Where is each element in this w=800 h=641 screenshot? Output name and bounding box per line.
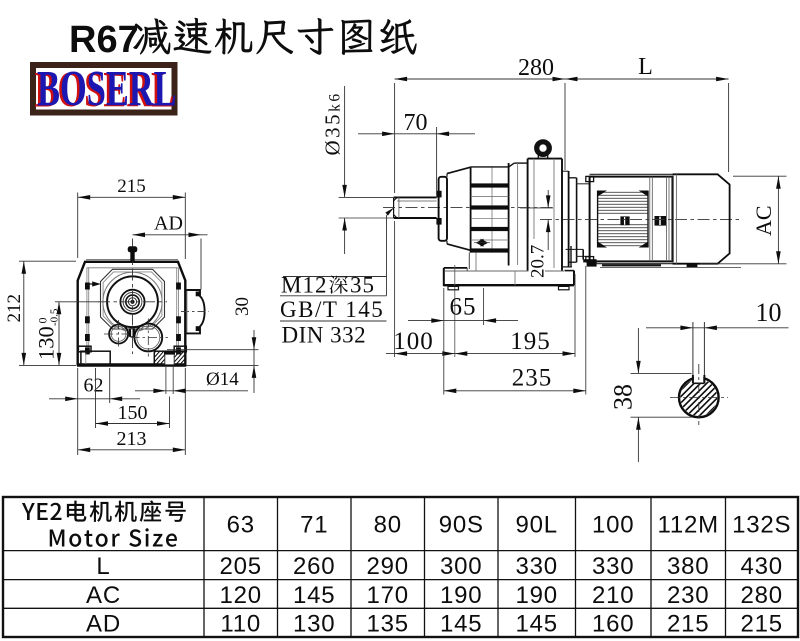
svg-text:Ø14: Ø14 [206, 369, 239, 390]
svg-text:130: 130 [293, 610, 335, 637]
svg-text:110: 110 [220, 610, 261, 637]
svg-text:R67: R67 [69, 19, 139, 61]
svg-text:63: 63 [227, 512, 255, 539]
svg-text:M12: M12 [281, 273, 327, 298]
svg-text:35: 35 [350, 273, 375, 298]
svg-text:300: 300 [440, 553, 482, 580]
svg-text:112M: 112M [658, 512, 719, 539]
svg-text:BOSERL: BOSERL [37, 61, 177, 117]
svg-text:AD: AD [86, 610, 121, 637]
svg-text:AC: AC [86, 582, 121, 609]
svg-text:10: 10 [756, 298, 782, 327]
svg-text:130: 130 [34, 326, 59, 360]
svg-text:145: 145 [516, 610, 558, 637]
svg-text:BOSERL: BOSERL [35, 62, 175, 118]
svg-text:290: 290 [367, 553, 409, 580]
svg-text:330: 330 [592, 553, 634, 580]
svg-text:215: 215 [741, 610, 783, 637]
svg-text:280: 280 [741, 582, 783, 609]
svg-text:90S: 90S [439, 512, 484, 539]
svg-text:150: 150 [118, 402, 148, 424]
svg-text:GB/T 145: GB/T 145 [280, 297, 384, 322]
svg-text:170: 170 [367, 582, 409, 609]
svg-text:71: 71 [300, 512, 328, 539]
svg-text:L: L [96, 553, 110, 580]
svg-text:65: 65 [450, 294, 477, 321]
svg-text:190: 190 [516, 582, 558, 609]
svg-text:132S: 132S [732, 512, 791, 539]
svg-text:260: 260 [293, 553, 335, 580]
svg-text:190: 190 [440, 582, 482, 609]
svg-text:DIN 332: DIN 332 [282, 323, 367, 348]
svg-text:AD: AD [154, 213, 183, 235]
svg-text:230: 230 [667, 582, 709, 609]
svg-text:145: 145 [440, 610, 482, 637]
svg-text:205: 205 [220, 553, 262, 580]
svg-text:38: 38 [609, 384, 638, 410]
svg-text:100: 100 [592, 512, 634, 539]
svg-text:160: 160 [592, 610, 634, 637]
svg-text:AC: AC [751, 205, 776, 236]
svg-text:90L: 90L [516, 512, 558, 539]
svg-text:62: 62 [84, 375, 104, 397]
svg-text:213: 213 [117, 428, 147, 450]
svg-text:20.7: 20.7 [528, 245, 549, 278]
svg-text:L: L [638, 54, 653, 80]
svg-text:330: 330 [516, 553, 558, 580]
svg-text:215: 215 [117, 176, 146, 197]
svg-text:70: 70 [404, 110, 428, 136]
svg-text:210: 210 [592, 582, 634, 609]
svg-text:195: 195 [510, 328, 551, 355]
svg-text:215: 215 [667, 610, 709, 637]
svg-text:80: 80 [374, 512, 402, 539]
svg-text:145: 145 [293, 582, 335, 609]
svg-text:430: 430 [741, 553, 783, 580]
svg-text:235: 235 [512, 365, 553, 392]
svg-text:212: 212 [4, 294, 25, 323]
svg-text:120: 120 [220, 582, 262, 609]
svg-text:-0.5: -0.5 [49, 308, 61, 326]
svg-text:135: 135 [367, 610, 409, 637]
svg-text:280: 280 [518, 55, 554, 81]
svg-text:0: 0 [36, 318, 50, 324]
svg-text:100: 100 [393, 328, 434, 355]
svg-text:380: 380 [667, 553, 709, 580]
svg-text:30: 30 [232, 297, 253, 316]
